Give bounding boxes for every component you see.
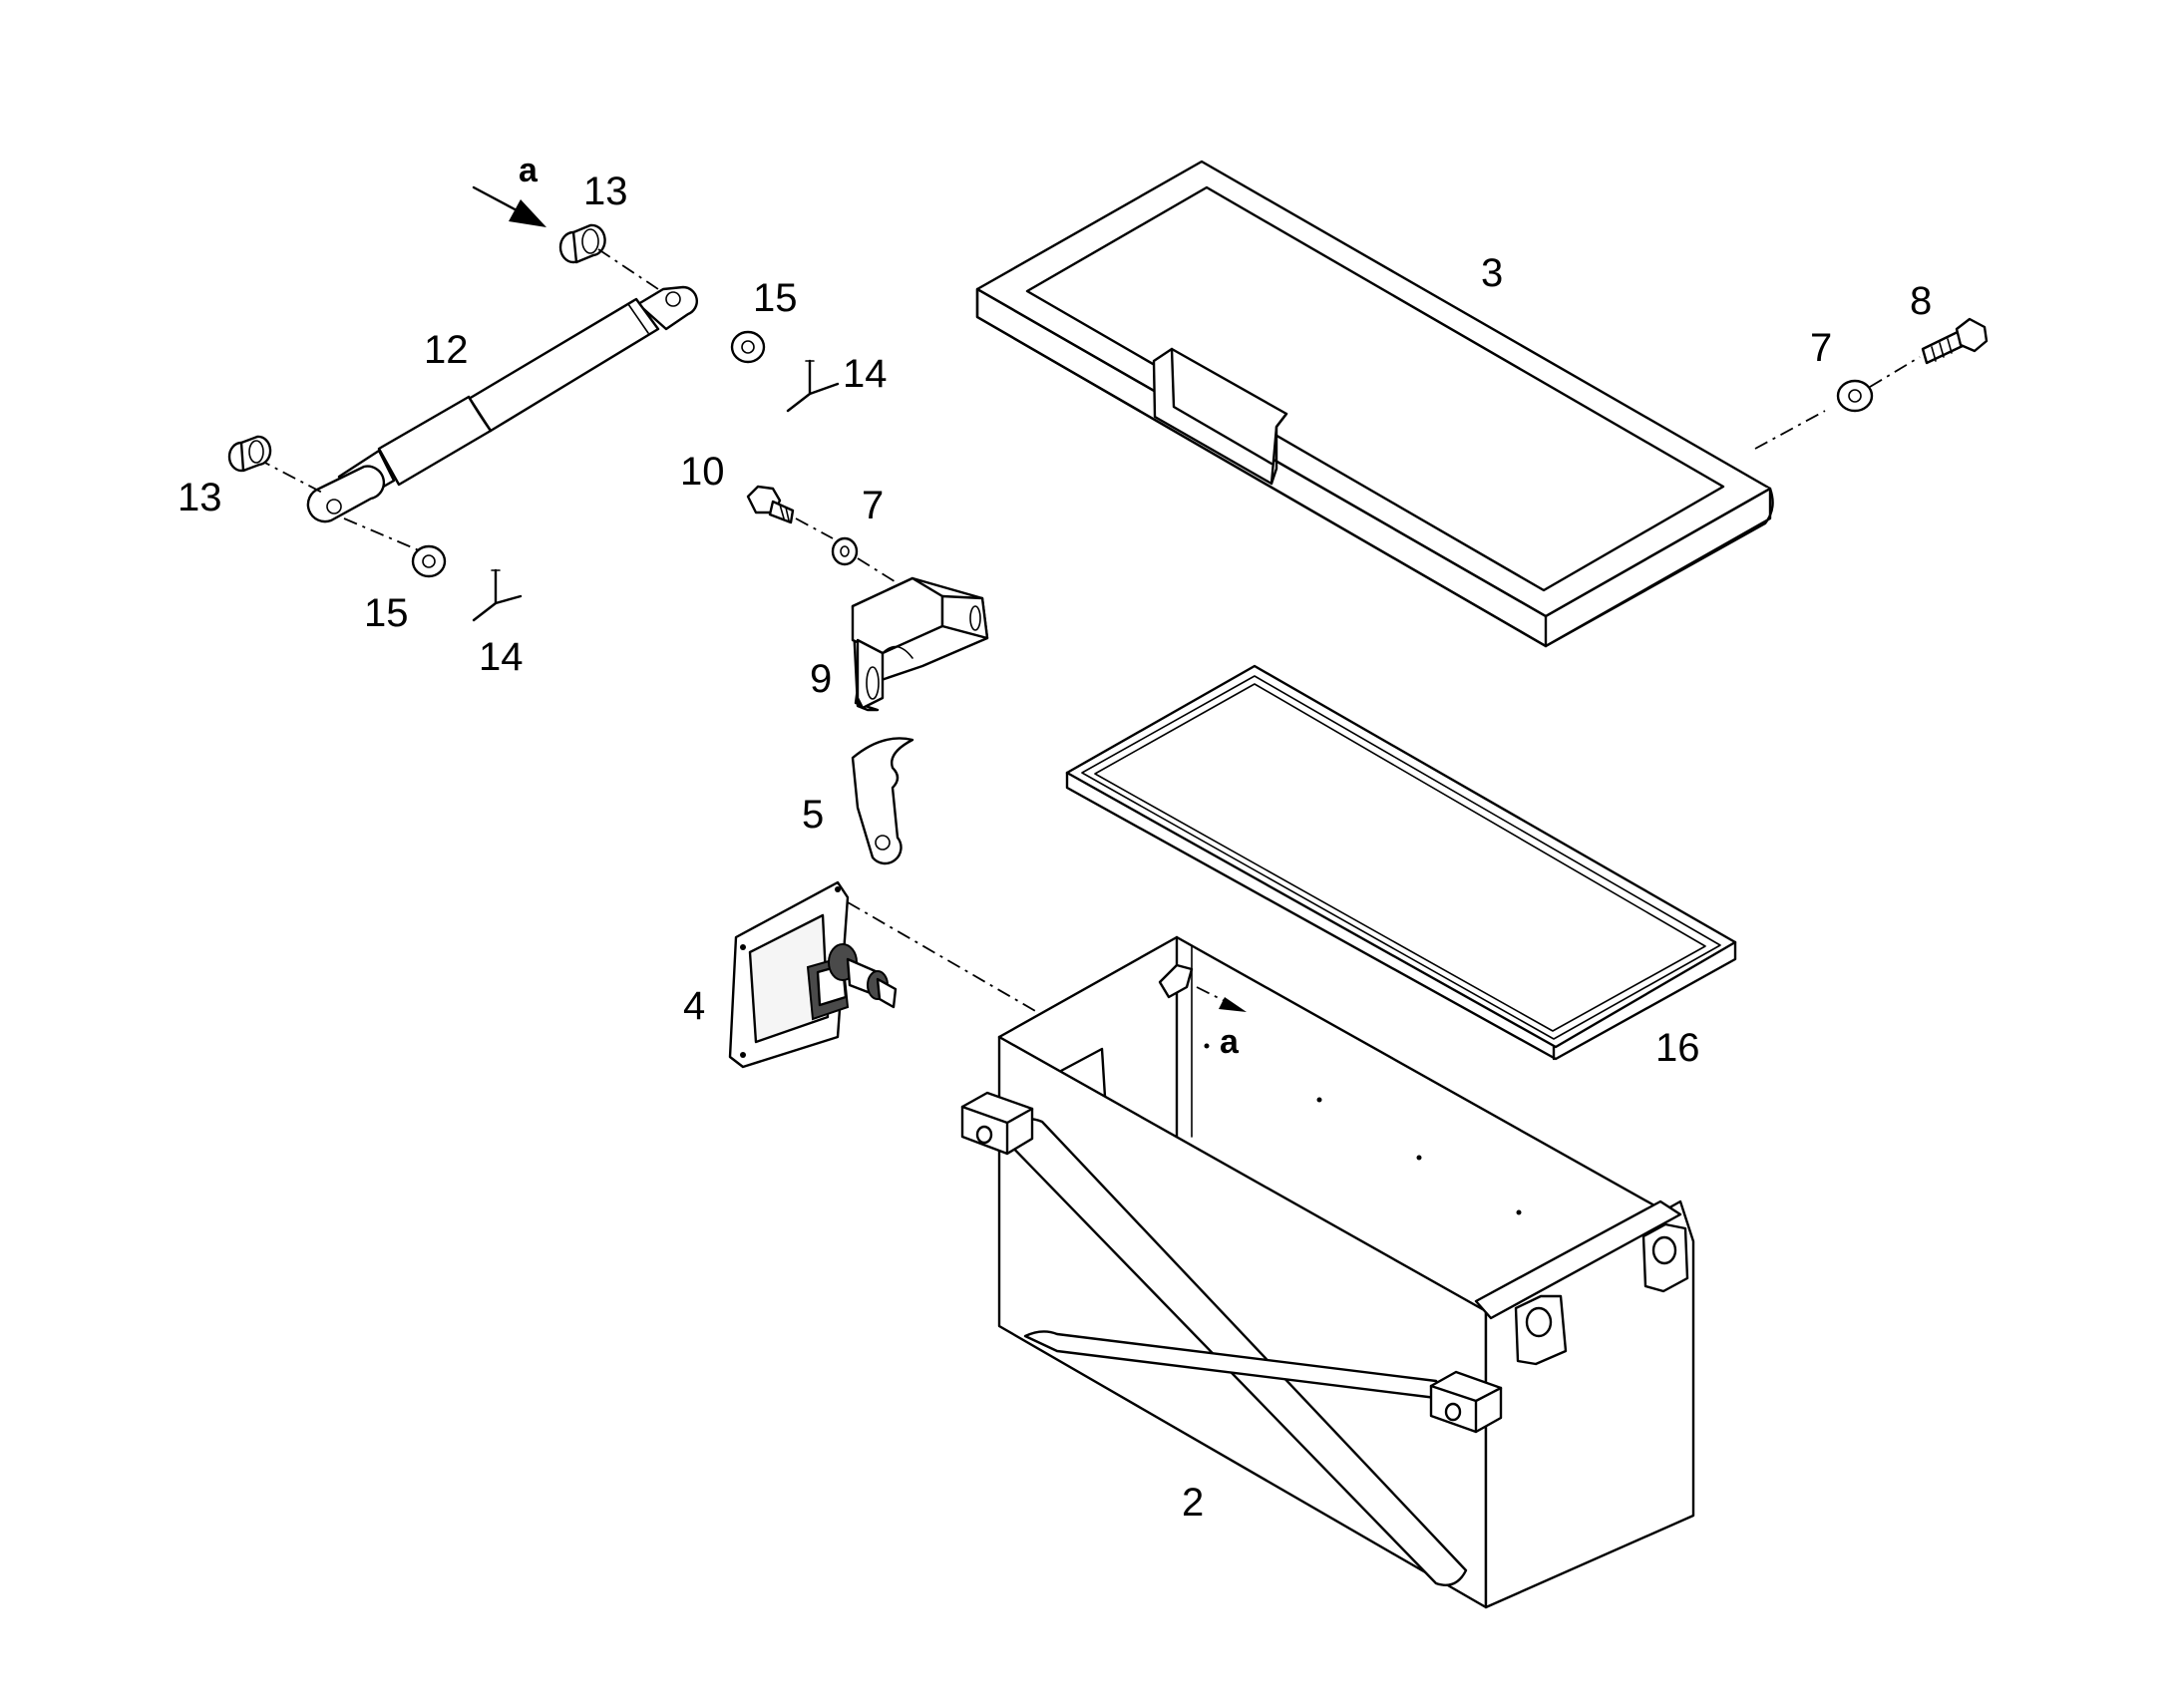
part-14-clip-bottom [472, 568, 523, 622]
label-12: 12 [424, 328, 469, 372]
label-13-top: 13 [583, 170, 628, 213]
label-a-box: a [1220, 1023, 1240, 1061]
view-arrow-a-top [472, 185, 546, 227]
part-12-gas-strut [306, 285, 698, 523]
label-13-left: 13 [178, 476, 222, 519]
part-5-latch-hook [851, 737, 914, 865]
part-16-seal [1065, 664, 1737, 1061]
label-5: 5 [802, 793, 824, 837]
part-10-screw [746, 485, 795, 524]
part-3-lid [975, 160, 1774, 648]
part-2-box [960, 935, 1695, 1609]
label-2: 2 [1182, 1481, 1204, 1525]
part-15-washer-top [730, 330, 766, 364]
label-7-right: 7 [1810, 326, 1832, 370]
part-14-clip-top [786, 359, 840, 413]
part-4-lock-assembly [728, 880, 898, 1069]
label-10: 10 [680, 450, 725, 494]
part-7-washer-right [1836, 379, 1874, 413]
label-16: 16 [1655, 1026, 1700, 1070]
label-9: 9 [810, 657, 832, 701]
label-3: 3 [1481, 251, 1503, 295]
part-7-washer-mid [831, 536, 859, 566]
label-14-top: 14 [843, 352, 888, 396]
label-14-bottom: 14 [479, 635, 524, 679]
label-7-mid: 7 [862, 484, 884, 527]
part-8-screw [1921, 317, 1989, 365]
label-15-top: 15 [753, 276, 798, 320]
label-8: 8 [1910, 279, 1932, 323]
label-15-bottom: 15 [364, 591, 409, 635]
label-4: 4 [683, 984, 705, 1028]
part-13-bushing-left [227, 435, 272, 473]
view-arrow-a-box [1196, 986, 1247, 1012]
part-9-hinge-bracket [851, 576, 989, 712]
part-13-bushing-top [558, 223, 606, 264]
label-a-top: a [519, 152, 539, 189]
part-15-washer-bottom [411, 544, 447, 578]
